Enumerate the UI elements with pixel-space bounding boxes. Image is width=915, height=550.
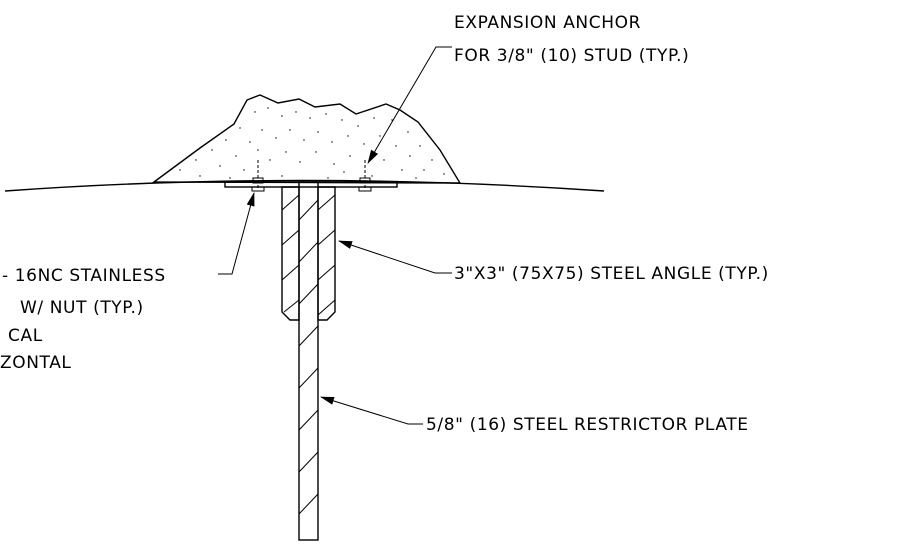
leader-steel-angle <box>338 240 452 274</box>
steel-angle-hatch <box>281 194 336 316</box>
steel-angle-left <box>281 186 300 321</box>
label-restrictor-plate: 5/8" (16) STEEL RESTRICTOR PLATE <box>426 415 749 435</box>
label-steel-angle: 3"X3" (75X75) STEEL ANGLE (TYP.) <box>454 264 769 284</box>
ground-surface-line <box>4 179 605 192</box>
label-stud-line4: ZONTAL <box>0 353 72 373</box>
leader-stainless-stud <box>218 192 255 275</box>
label-expansion-anchor-line1: EXPANSION ANCHOR <box>454 13 641 33</box>
label-stud-line2: W/ NUT (TYP.) <box>20 298 144 318</box>
leader-restrictor-plate <box>320 396 423 425</box>
leader-expansion-anchor <box>367 46 452 164</box>
steel-restrictor-plate <box>298 181 319 541</box>
label-expansion-anchor-line2: FOR 3/8" (10) STUD (TYP.) <box>454 46 689 66</box>
steel-angle-right <box>317 186 336 321</box>
restrictor-plate-hatch <box>298 199 319 515</box>
expansion-anchor-stud-left <box>251 160 265 192</box>
label-stud-line1: - 16NC STAINLESS <box>2 266 166 286</box>
label-stud-line3: CAL <box>8 326 43 346</box>
concrete-mound <box>151 94 462 184</box>
concrete-stipple <box>179 107 445 179</box>
expansion-anchor-stud-right <box>358 160 372 192</box>
